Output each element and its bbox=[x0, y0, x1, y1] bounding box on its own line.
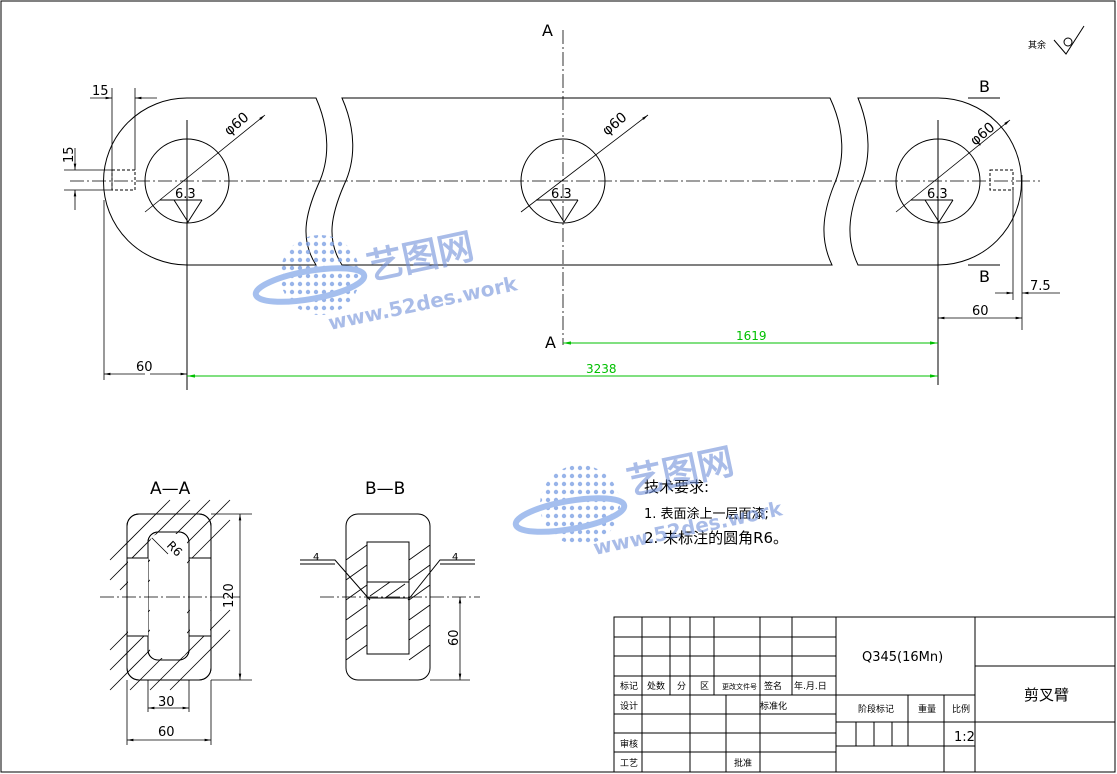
dia-leader-right bbox=[895, 119, 1011, 213]
dia-leader-left bbox=[144, 114, 266, 213]
tech-requirements: 技术要求: 1. 表面涂上一层面漆; 2. 未标注的圆角R6。 bbox=[644, 478, 788, 547]
watermark-ring-icon-2 bbox=[512, 495, 628, 535]
dim-15-v-label: 15 bbox=[62, 146, 77, 163]
cut-a-top-label: A bbox=[542, 21, 553, 40]
watermark-ring-icon bbox=[252, 265, 368, 305]
aa-r6-leader bbox=[151, 537, 169, 555]
hdr-date: 年.月.日 bbox=[794, 680, 827, 692]
standardization-label: 标准化 bbox=[760, 700, 787, 712]
weight-label: 重量 bbox=[918, 703, 936, 715]
dia-right-label: φ60 bbox=[967, 119, 998, 149]
section-aa: A—A bbox=[100, 479, 252, 745]
dim-60-left-label: 60 bbox=[136, 360, 153, 375]
arm-left-segment bbox=[103, 97, 328, 266]
rough-right-label: 6.3 bbox=[927, 187, 948, 202]
dia-leader-mid bbox=[520, 114, 649, 213]
watermark-1: 艺图网 www.52des.work bbox=[252, 226, 520, 335]
part-name: 剪叉臂 bbox=[1024, 686, 1069, 704]
roughness-symbol-left bbox=[160, 199, 203, 223]
hdr-mark: 标记 bbox=[620, 680, 638, 692]
material-label: Q345(16Mn) bbox=[862, 650, 943, 665]
aa-60-label: 60 bbox=[158, 725, 175, 740]
dia-left-label: φ60 bbox=[221, 109, 252, 139]
hdr-count: 处数 bbox=[647, 680, 665, 692]
rough-mid-label: 6.3 bbox=[551, 187, 572, 202]
review-label: 审核 bbox=[620, 738, 638, 750]
dim-60-right-label: 60 bbox=[972, 304, 989, 319]
dim-15-h-label: 15 bbox=[92, 84, 109, 99]
bb-60-label: 60 bbox=[447, 629, 462, 646]
cut-b-bottom-label: B bbox=[979, 267, 990, 286]
rough-note-label: 其余 bbox=[1028, 39, 1046, 51]
bb-weld-leader-right bbox=[407, 559, 475, 601]
aa-inner-fill bbox=[150, 534, 187, 658]
hdr-signature: 签名 bbox=[764, 680, 782, 692]
dia-mid-label: φ60 bbox=[599, 109, 630, 139]
dim-7-5-label: 7.5 bbox=[1030, 279, 1051, 294]
scale-label: 比例 bbox=[952, 703, 970, 715]
arm-middle-segment bbox=[331, 97, 843, 266]
tech-item-1: 1. 表面涂上一层面漆; bbox=[644, 506, 769, 522]
stage-mark-label: 阶段标记 bbox=[858, 703, 894, 715]
bb-center-block bbox=[366, 581, 410, 599]
bb-weld-leader-left bbox=[300, 559, 371, 601]
bb-hatch bbox=[345, 544, 431, 661]
rough-note-symbol bbox=[1053, 25, 1085, 55]
design-label: 设计 bbox=[620, 700, 638, 712]
scale-value: 1:2 bbox=[954, 730, 975, 745]
arm-right-segment bbox=[849, 97, 1022, 266]
tech-title: 技术要求: bbox=[644, 478, 709, 496]
hdr-zone: 区 bbox=[700, 681, 709, 692]
rough-left-label: 6.3 bbox=[175, 187, 196, 202]
title-block: Q345(16Mn) 剪叉臂 1:2 标记 处数 分 区 更改文件号 签名 年.… bbox=[613, 616, 1116, 773]
section-bb: B—B 60 4 4 bbox=[300, 479, 480, 681]
hdr-change-doc: 更改文件号 bbox=[722, 682, 757, 691]
view-bb-title: B—B bbox=[365, 479, 405, 499]
aa-120-label: 120 bbox=[222, 583, 237, 608]
main-view bbox=[64, 30, 1060, 390]
aa-30-label: 30 bbox=[158, 695, 175, 710]
dim-1619-label: 1619 bbox=[736, 329, 767, 343]
view-aa-title: A—A bbox=[150, 479, 191, 499]
slot-right bbox=[989, 169, 1014, 191]
watermark-name-1: 艺图网 bbox=[363, 226, 477, 289]
rough-note-circle bbox=[1063, 37, 1073, 47]
bb-weld-right-label: 4 bbox=[452, 552, 458, 563]
hdr-part: 分 bbox=[677, 681, 686, 692]
approve-label: 批准 bbox=[734, 757, 752, 769]
dim-3238-label: 3238 bbox=[586, 362, 617, 376]
aa-left-band bbox=[128, 558, 148, 636]
cut-b-top-label: B bbox=[979, 77, 990, 96]
bb-weld-left-label: 4 bbox=[313, 552, 319, 563]
process-label: 工艺 bbox=[620, 758, 638, 769]
main-view-labels: A A B B 15 15 φ60 φ60 φ60 6.3 6.3 6.3 60… bbox=[62, 21, 1085, 376]
roughness-symbol-mid bbox=[536, 199, 579, 223]
roughness-symbol-right bbox=[911, 199, 954, 223]
slot-left bbox=[111, 169, 136, 191]
tech-item-2: 2. 未标注的圆角R6。 bbox=[644, 529, 788, 547]
cut-a-bottom-label: A bbox=[545, 333, 556, 352]
